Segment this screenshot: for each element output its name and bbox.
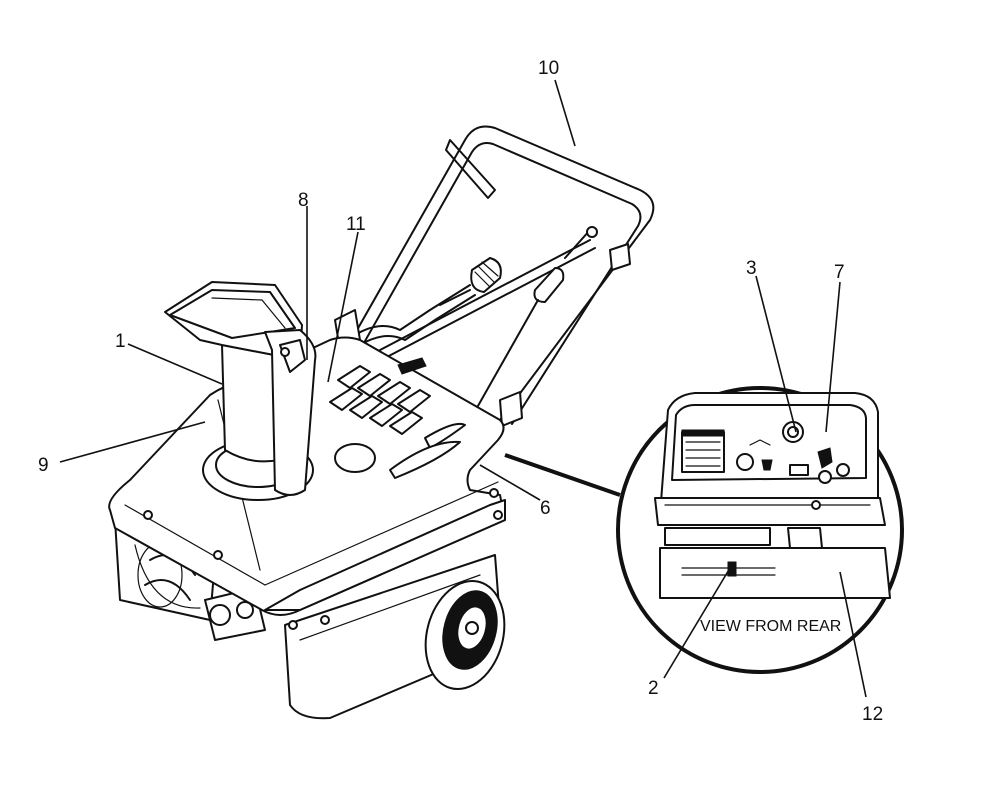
leader-10: [554, 79, 576, 147]
leader-7: [825, 281, 841, 433]
auger-housing: [114, 519, 506, 720]
leader-9: [59, 421, 206, 463]
leader-2: [663, 567, 731, 679]
callout-11: 11: [346, 214, 366, 235]
grip-knob: [439, 257, 502, 306]
callout-10: 10: [538, 58, 559, 79]
leader-lines: [59, 79, 867, 698]
callouts: 1 2 3 6 7 8 9 10 11 12 VIEW FROM REAR: [38, 58, 883, 725]
inset-view-label: VIEW FROM REAR: [700, 618, 841, 635]
callout-8: 8: [298, 190, 309, 211]
leader-1: [127, 343, 223, 385]
leader-12: [839, 571, 867, 698]
callout-2: 2: [648, 678, 659, 699]
callout-6: 6: [540, 498, 551, 519]
inset-pointer-line: [504, 453, 621, 497]
rear-view-inset: [504, 386, 904, 674]
control-cable: [469, 226, 598, 421]
leader-3: [755, 275, 797, 433]
callout-3: 3: [746, 258, 757, 279]
callout-7: 7: [834, 262, 845, 283]
discharge-chute: [164, 281, 317, 501]
handle-assembly: [334, 125, 655, 427]
leader-6: [479, 464, 541, 501]
engine-vents: [329, 357, 466, 479]
callout-9: 9: [38, 455, 49, 476]
leader-11: [327, 231, 359, 383]
callout-1: 1: [115, 331, 126, 352]
callout-12: 12: [862, 704, 883, 725]
